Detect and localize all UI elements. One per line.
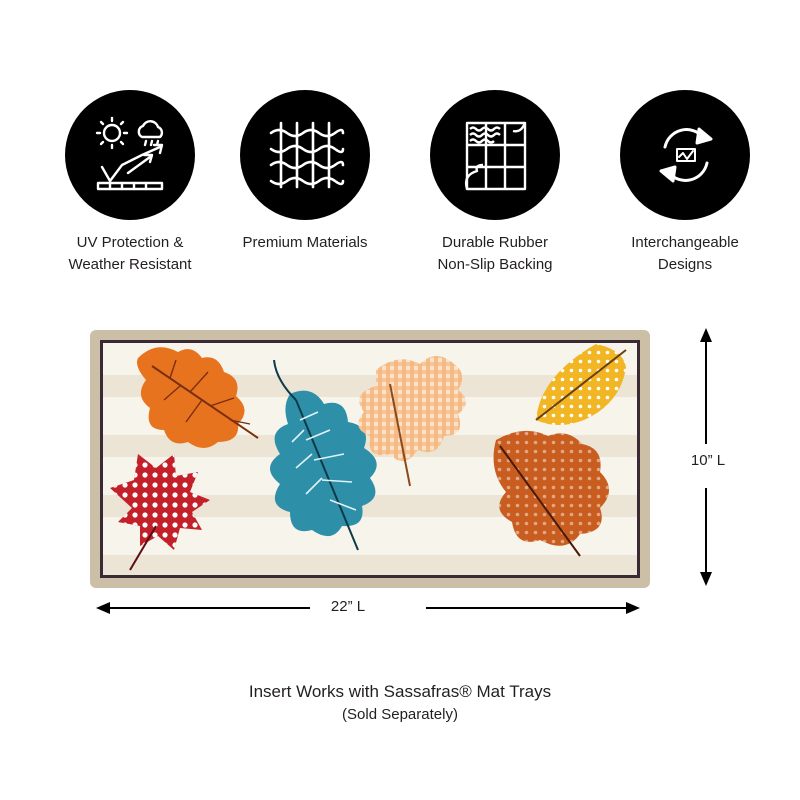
feature-label-line1: UV Protection &: [76, 234, 184, 251]
feature-label-line2: Designs: [657, 256, 713, 273]
yellow-leaf: [535, 344, 627, 425]
feature-label: Durable Rubber Non-Slip Backing: [415, 232, 575, 276]
width-label: 22” L: [330, 598, 366, 615]
woven-material-icon: [269, 121, 345, 189]
rust-oak-leaf: [493, 430, 609, 557]
feature-label-line2: Non-Slip Backing: [437, 256, 553, 273]
icon-circle: [620, 90, 750, 220]
feature-label: UV Protection & Weather Resistant: [50, 232, 210, 276]
feature-rubber-backing: Durable Rubber Non-Slip Backing: [415, 90, 575, 276]
orange-oak-leaf: [137, 347, 259, 448]
feature-premium-materials: Premium Materials: [225, 90, 385, 254]
feature-uv-protection: UV Protection & Weather Resistant: [50, 90, 210, 276]
red-maple-leaf: [110, 454, 210, 571]
feature-label: Interchangeable Designs: [605, 232, 765, 276]
icon-circle: [65, 90, 195, 220]
footer-subtitle: (Sold Separately): [342, 706, 458, 723]
icon-circle: [240, 90, 370, 220]
rubber-grid-icon: [464, 121, 527, 191]
gingham-leaf: [358, 356, 466, 487]
width-dimension-arrow: [96, 602, 640, 614]
feature-label-line1: Interchangeable: [631, 234, 739, 251]
height-label: 10” L: [690, 452, 726, 469]
feature-label: Premium Materials: [225, 232, 385, 254]
icon-circle: [430, 90, 560, 220]
feature-interchangeable: Interchangeable Designs: [605, 90, 765, 276]
footer-title: Insert Works with Sassafras® Mat Trays: [248, 682, 552, 701]
height-dimension-arrow: [700, 328, 712, 586]
interchange-arrows-icon: [659, 127, 713, 183]
feature-label-line1: Durable Rubber: [442, 234, 548, 251]
feature-label-line2: Weather Resistant: [68, 256, 192, 273]
sun-weather-icon: [95, 116, 164, 191]
feature-label-line1: Premium Materials: [242, 234, 368, 251]
mat-image: [90, 330, 650, 588]
teal-oak-leaf: [270, 359, 377, 551]
